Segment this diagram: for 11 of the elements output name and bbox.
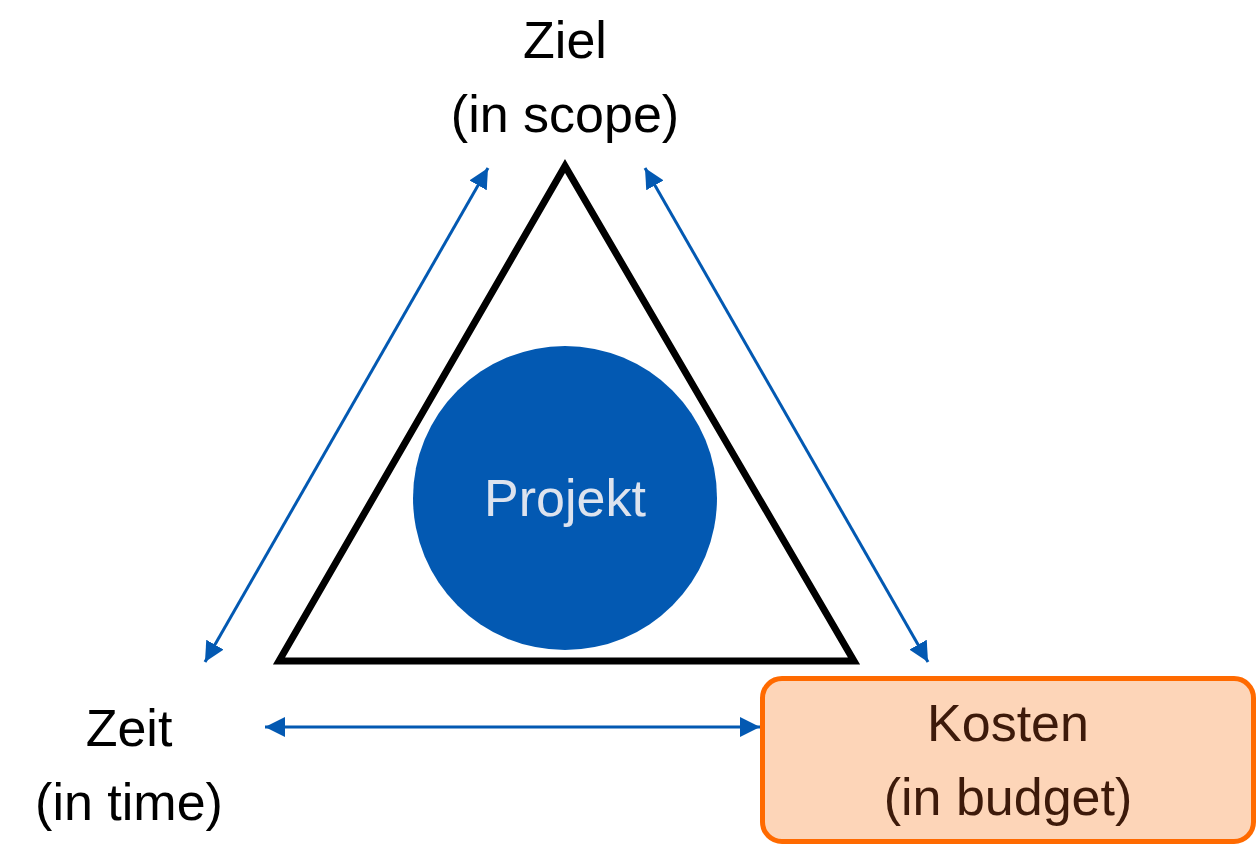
double-arrow: [643, 167, 930, 663]
node-subtitle: (in time): [35, 772, 223, 833]
node-title: Ziel: [523, 10, 607, 71]
node-title: Kosten: [927, 693, 1089, 754]
node-subtitle: (in budget): [883, 767, 1133, 828]
node-subtitle: (in scope): [450, 84, 680, 145]
double-arrow: [265, 717, 760, 737]
node-title: Projekt: [484, 468, 646, 529]
node-title: Zeit: [85, 698, 173, 759]
budget-box: [760, 676, 1256, 844]
double-arrow: [203, 167, 490, 663]
